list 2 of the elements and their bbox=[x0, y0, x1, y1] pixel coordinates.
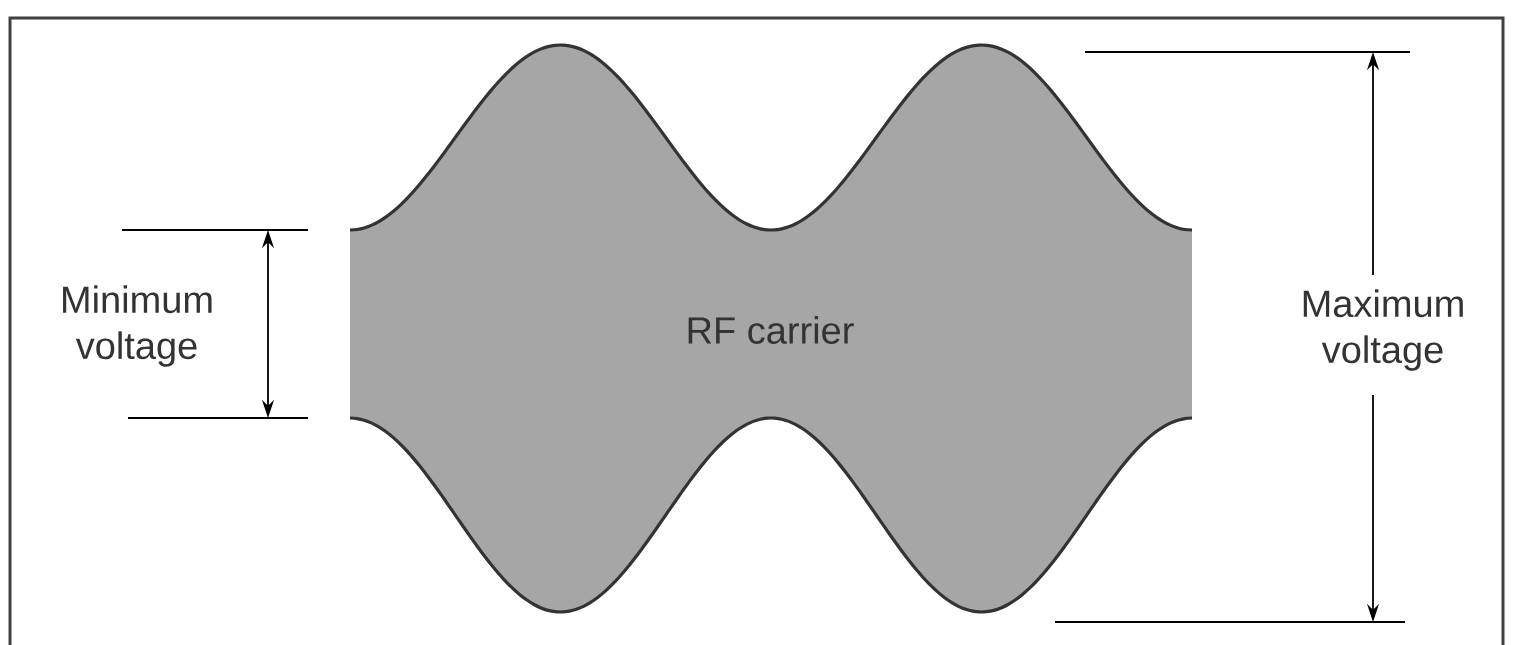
dimension-label: Minimum voltage bbox=[63, 285, 212, 367]
dimension-label: Maximum voltage bbox=[1303, 289, 1463, 371]
